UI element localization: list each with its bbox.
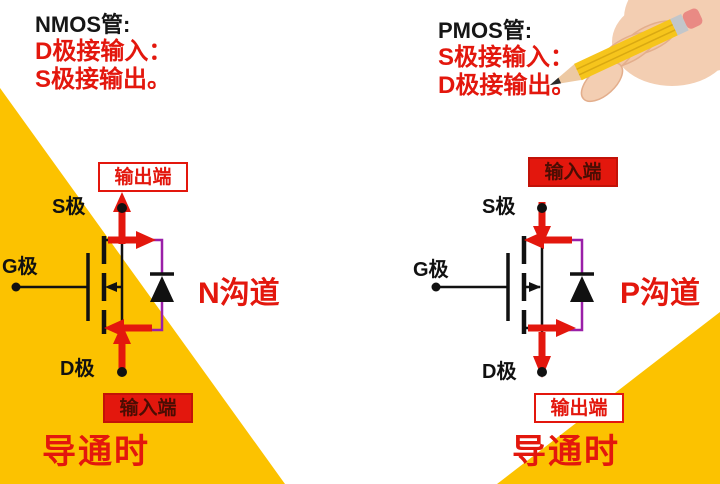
pmos-output-terminal-box: 输出端 — [534, 393, 624, 423]
pmos-gate-label: G极 — [413, 259, 449, 281]
nmos-source-label: S极 — [52, 196, 86, 218]
pmos-rule-line2: D极接输出。 — [438, 72, 576, 100]
pmos-drain-label: D极 — [482, 361, 517, 383]
nmos-rule-line2: S极接输出。 — [35, 66, 172, 94]
nmos-channel-type-label: N沟道 — [198, 277, 280, 310]
pmos-circuit — [431, 202, 594, 378]
pmos-terminal-wires — [524, 208, 544, 372]
pmos-body-diode-icon — [570, 272, 594, 302]
nmos-drain-label: D极 — [60, 358, 95, 380]
nmos-title: NMOS管: — [35, 12, 131, 37]
pmos-rules-block: PMOS管: S极接输入： D极接输出。 — [438, 18, 575, 101]
pmos-drain-dot — [537, 367, 547, 377]
current-arrow-icon — [533, 356, 551, 378]
pmos-rule-line1: S极接输入： — [438, 43, 575, 71]
pmos-input-terminal-box: 输入端 — [528, 157, 618, 187]
current-arrow-icon — [556, 319, 576, 337]
nmos-rules-block: NMOS管: D极接输入： S极接输出。 — [35, 12, 172, 95]
nmos-output-terminal-box: 输出端 — [98, 162, 188, 192]
current-arrow-icon — [136, 231, 156, 249]
pmos-state-label: 导通时 — [512, 433, 620, 471]
pmos-title: PMOS管: — [438, 18, 533, 43]
pmos-gate-dot — [431, 282, 441, 292]
pmos-source-dot — [537, 203, 547, 213]
pmos-diode-wire — [544, 238, 584, 332]
nmos-input-terminal-box: 输入端 — [103, 393, 193, 423]
pmos-channel-type-label: P沟道 — [620, 277, 701, 310]
pmos-source-label: S极 — [482, 196, 516, 218]
nmos-gate-label: G极 — [2, 256, 38, 278]
pmos-current-arrows — [524, 202, 576, 378]
nmos-source-dot — [117, 203, 127, 213]
nmos-rule-line1: D极接输入： — [35, 37, 173, 65]
hand-icon — [580, 0, 720, 103]
current-arrow-icon — [533, 226, 551, 246]
nmos-state-label: 导通时 — [42, 433, 150, 471]
nmos-body-diode-icon — [150, 272, 174, 302]
current-arrow-icon — [524, 231, 544, 249]
current-arrow-icon — [113, 192, 131, 212]
pmos-body-arrow-icon — [529, 282, 541, 292]
